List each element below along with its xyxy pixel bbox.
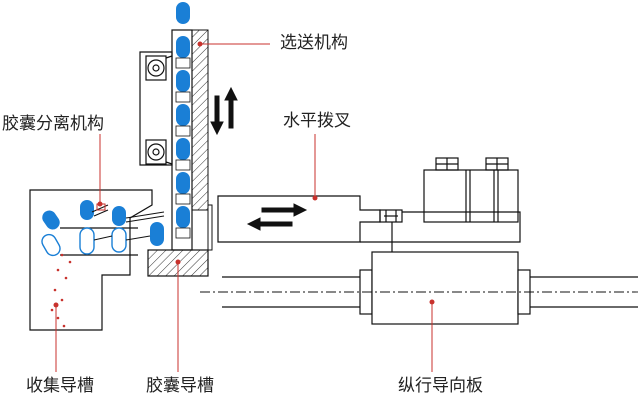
horizontal-motion-arrows	[246, 203, 308, 231]
column-capsule	[176, 104, 190, 126]
column-capsule-holder	[175, 227, 191, 239]
column-capsule	[176, 206, 190, 228]
column-capsule	[176, 36, 190, 58]
label-capsule-chute: 胶囊导槽	[146, 376, 214, 396]
pulley-assembly	[139, 51, 173, 166]
fork-carriage	[391, 157, 519, 258]
column-capsule	[176, 138, 190, 160]
label-horizontal-fork: 水平拨叉	[283, 111, 351, 131]
column-capsule-holder	[175, 91, 191, 103]
label-selection-mechanism: 选送机构	[280, 33, 348, 53]
column-capsule	[176, 172, 190, 194]
falling-capsules	[41, 210, 61, 257]
collection-dots	[50, 253, 72, 328]
column-capsule-holder	[175, 125, 191, 137]
separation-fingers	[79, 200, 165, 255]
collection-chute-body	[29, 189, 153, 331]
leader-lines	[55, 43, 433, 372]
label-capsule-separation: 胶囊分离机构	[2, 114, 104, 134]
vertical-motion-arrows	[210, 86, 238, 136]
column-capsule-holder	[175, 193, 191, 205]
longitudinal-guide	[200, 251, 638, 325]
column-capsules	[175, 36, 191, 239]
leader-dots	[53, 41, 435, 308]
column-capsule	[176, 70, 190, 92]
horizontal-fork	[217, 195, 521, 243]
column-capsule-holder	[175, 159, 191, 171]
label-collection-chute: 收集导槽	[26, 376, 94, 396]
column-capsule-holder	[175, 57, 191, 69]
label-longitudinal-guide: 纵行导向板	[398, 376, 483, 396]
